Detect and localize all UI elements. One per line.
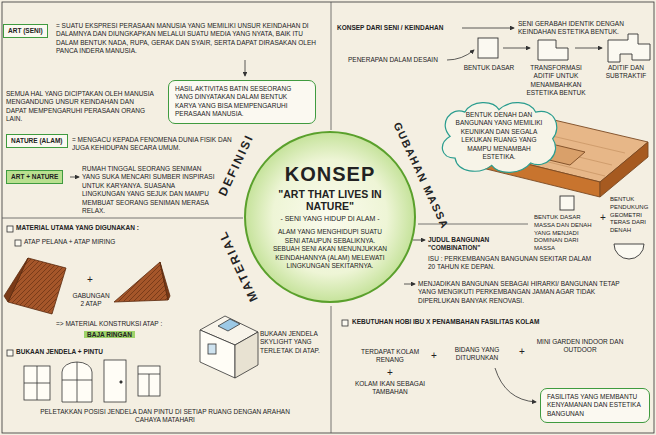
roof-sketches xyxy=(8,258,66,314)
skylight-house xyxy=(200,316,258,378)
note-text: SEMUA HAL YANG DICIPTAKAN OLEH MANUSIA M… xyxy=(6,90,156,124)
plus-sign: + xyxy=(384,366,396,379)
node-text: HASIL AKTIVITAS BATIN SESEORANG YANG DIN… xyxy=(175,85,309,119)
roof-sketches xyxy=(4,258,170,314)
note-text: MINI GARDEN INDOOR DAN OUTDOOR xyxy=(530,338,630,355)
note-text: TERDAPAT KOLAM RENANG xyxy=(358,348,422,365)
plus-sign: + xyxy=(597,211,609,224)
note-text: KOLAM IKAN SEBAGAI TAMBAHAN xyxy=(354,380,426,397)
note-text: KONSEP DARI SENI / KEINDAHAN xyxy=(337,24,477,32)
window-door-sketches xyxy=(24,360,160,402)
plus-sign: + xyxy=(428,349,440,362)
note-box: HASIL AKTIVITAS BATIN SESEORANG YANG DIN… xyxy=(168,80,316,124)
leader-arrows xyxy=(495,368,536,402)
roof-sketches xyxy=(160,262,170,300)
leader-arrows xyxy=(503,48,530,49)
leader-arrows xyxy=(575,48,602,49)
window-door-sketches xyxy=(138,374,160,396)
window-door-sketches xyxy=(62,362,92,402)
frame-lines xyxy=(331,306,332,433)
note-text: BENTUK DASAR xyxy=(462,64,516,72)
note-text: = MENGACU KEPADA FENOMENA DUNIA FISIK DA… xyxy=(72,136,232,153)
leader-arrows xyxy=(413,240,425,241)
concept-circle: KONSEP"ART THAT LIVES IN NATURE" - SENI Y… xyxy=(244,131,416,303)
leader-arrows xyxy=(462,28,514,29)
note-text: SENI GERABAH IDENTIK DENGAN KEINDAHAN ES… xyxy=(518,20,652,37)
checkbox-symbols xyxy=(7,226,13,232)
note-text: ISU : PERKEMBANGAN BANGUNAN SEKITAR DALA… xyxy=(428,255,593,272)
term-box: ART (SENI) xyxy=(3,24,48,38)
window-door-sketches xyxy=(120,381,122,383)
note-text: ADITIF DAN SUBTRAKTIF xyxy=(600,64,652,81)
frame-lines xyxy=(331,2,332,130)
checkbox-symbols xyxy=(342,320,348,326)
concept-title: KONSEP xyxy=(285,163,375,186)
node-text: NATURE (ALAM) xyxy=(11,137,63,145)
form-transformation-sketch xyxy=(478,34,650,62)
note-text: BENTUK PENDUKUNG GEOMETRI TERAS DARI DEN… xyxy=(610,196,653,235)
term-box: ART + NATURE xyxy=(6,170,63,184)
cloud-callout: BENTUK DENAH DAN BANGUNAN YANG MEMILIKI … xyxy=(438,100,560,173)
term-box: NATURE (ALAM) xyxy=(6,134,68,148)
mass-shape-icons xyxy=(560,196,574,210)
concept-subtitle: - SENI YANG HIDUP DI ALAM - xyxy=(280,215,379,223)
node-text: ART (SENI) xyxy=(8,27,43,35)
roof-sketches xyxy=(4,258,28,302)
skylight-house xyxy=(235,332,258,378)
window-door-sketches xyxy=(104,360,126,402)
node-text: FASILITAS YANG MEMBANTU KENYAMANAN DAN E… xyxy=(547,393,643,418)
frame-lines xyxy=(418,224,528,225)
leader-arrows xyxy=(245,60,246,76)
plus-sign: + xyxy=(84,273,96,286)
frame-lines xyxy=(2,218,243,219)
note-text: PELETAKKAN POSISI JENDELA DAN PINTU DI S… xyxy=(30,408,300,425)
note-text: PENERAPAN DALAM DESAIN xyxy=(348,56,458,64)
note-text: BIDANG YANG DITURUNKAN xyxy=(442,346,512,363)
leader-arrows xyxy=(70,28,602,402)
window-door-sketches xyxy=(62,362,92,402)
window-door-sketches xyxy=(24,366,50,400)
leader-arrows xyxy=(70,177,79,178)
skylight-house xyxy=(208,344,216,354)
cloud-outline xyxy=(442,103,556,173)
note-text: RUMAH TINGGAL SEORANG SENIMAN YANG SUKA … xyxy=(82,165,217,216)
note-text: BUKAAN JENDELA SKYLIGHT YANG TERLETAK DI… xyxy=(260,330,328,355)
note-text: ATAP PELANA + ATAP MIRING xyxy=(24,238,164,246)
concept-slogan: "ART THAT LIVES IN NATURE" xyxy=(272,188,388,212)
note-text: => MATERIAL KONSTRUKSI ATAP : xyxy=(56,320,226,328)
note-text: KEBUTUHAN HOBI IBU X PENAMBAHAN FASILITA… xyxy=(352,318,562,326)
window-door-sketches xyxy=(138,366,160,396)
window-door-sketches xyxy=(24,366,50,400)
form-transformation-sketch xyxy=(538,40,568,60)
form-transformation-sketch xyxy=(478,38,498,58)
note-text: MENJADIKAN BANGUNAN SEBAGAI HIRARKI/ BAN… xyxy=(418,280,633,305)
leader-arrows xyxy=(404,284,415,285)
building-massing xyxy=(600,142,648,197)
skylight-house xyxy=(218,319,240,331)
form-transformation-sketch xyxy=(608,34,650,62)
checkbox-symbols xyxy=(7,350,13,356)
highlight-mark: BAJA RINGAN xyxy=(84,331,135,338)
note-box: FASILITAS YANG MEMBANTU KENYAMANAN DAN E… xyxy=(540,388,650,423)
concept-body: ALAM YANG MENGHIDUPI SUATU SENI ATAUPUN … xyxy=(272,228,388,270)
mass-shape-icons xyxy=(614,244,644,259)
checkbox-symbols xyxy=(15,240,21,246)
plus-sign: + xyxy=(516,345,528,358)
note-text: = SUATU EKSPRESI PERASAAN MANUSIA YANG M… xyxy=(56,22,322,56)
note-text: BENTUK DASAR MASSA DAN DENAH YANG MENJAD… xyxy=(534,214,594,253)
node-text: ART + NATURE xyxy=(11,173,58,181)
note-text: TRANSFORMASI ADITIF UNTUK MENAMBAHKAN ES… xyxy=(520,64,592,98)
leader-arrows xyxy=(447,50,474,60)
skylight-house xyxy=(200,330,235,378)
node-text: BENTUK DENAH DAN BANGUNAN YANG MEMILIKI … xyxy=(455,111,543,162)
roof-sketches xyxy=(114,262,168,302)
note-text: GABUNGAN 2 ATAP xyxy=(70,292,112,309)
note-text: JUDUL BANGUNAN "COMBINATION" xyxy=(428,236,536,253)
note-text: BUKAAN JENDELA + PINTU xyxy=(16,348,166,356)
note-text: MATERIAL UTAMA YANG DIGUNAKAN : xyxy=(16,224,186,232)
note-text: BAJA RINGAN xyxy=(84,331,135,339)
